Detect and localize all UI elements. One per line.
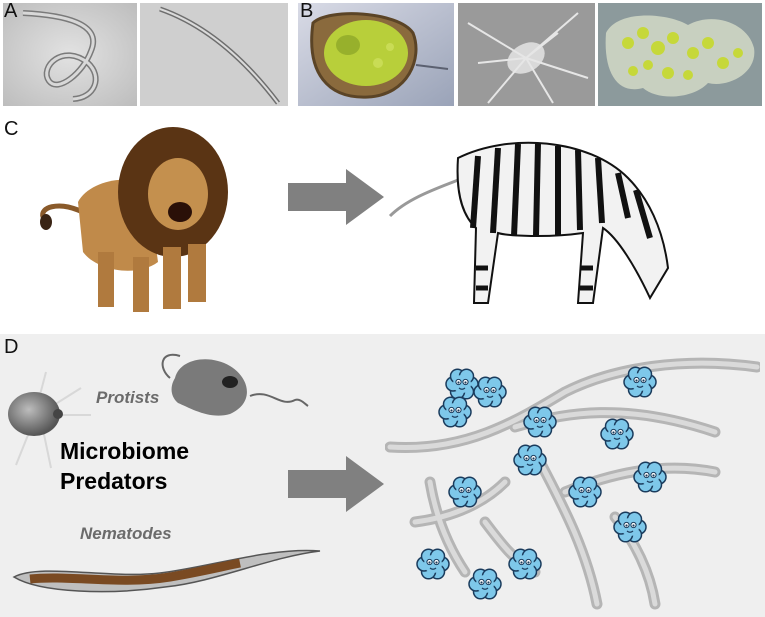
bacterium-cartoon [508,548,542,580]
bacterium-cartoon [438,396,472,428]
protist-micrograph-testate [298,3,454,106]
predation-arrow-d [288,456,384,517]
predation-arrow-c [288,169,384,230]
title-line-1: Microbiome [60,438,190,464]
bacterium-cartoon [633,461,667,493]
microbiome-illustration [384,342,763,612]
lion-image [38,112,238,317]
bacterium-cartoon [523,406,557,438]
panel-label-a: A [4,0,18,22]
protists-label: Protists [96,388,160,407]
nematode-micrograph-straight [140,3,288,106]
protist-micrograph-sem [458,3,595,106]
bacterium-cartoon [445,368,479,400]
protist-flagellate-illustration [150,348,310,428]
panel-label-b: B [300,0,314,22]
microbiome-predators-title: Microbiome Predators [60,436,189,496]
bacterium-cartoon [468,568,502,600]
title-line-2: Predators [60,468,168,494]
bacterium-cartoon [613,511,647,543]
nematode-illustration [10,537,325,604]
protist-heliozoan-illustration [6,370,96,475]
nematodes-label: Nematodes [80,524,172,543]
bacterium-cartoon [513,444,547,476]
amoeba-micrograph [598,3,762,106]
bacterium-cartoon [623,366,657,398]
nematode-micrograph-coiled [3,3,137,106]
panel-label-c: C [4,118,19,140]
bacterium-cartoon [416,548,450,580]
bacterium-cartoon [473,376,507,408]
bacterium-cartoon [600,418,634,450]
bacterium-cartoon [448,476,482,508]
bacterium-cartoon [568,476,602,508]
zebra-image [388,118,683,313]
panel-label-d: D [4,336,19,358]
